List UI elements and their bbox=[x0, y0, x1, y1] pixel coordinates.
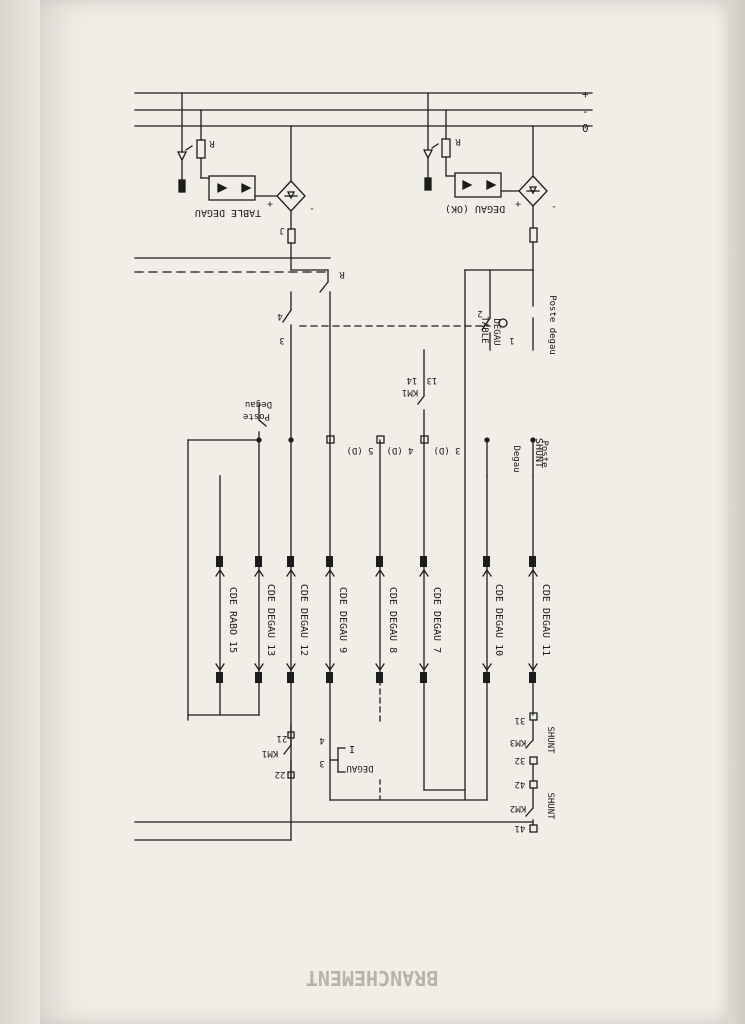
table-degau-label: TABLE DEGAU bbox=[195, 207, 261, 218]
km1-13: 13 bbox=[427, 375, 438, 385]
degau-4: 4 bbox=[319, 735, 324, 745]
km1-top-label: KM1 bbox=[402, 387, 418, 397]
table-degau-contact-line2: DEGAU bbox=[491, 318, 501, 345]
poste-degau-left-line2: Degau bbox=[245, 399, 272, 409]
km3-31: 31 bbox=[515, 715, 526, 725]
document-page bbox=[40, 0, 730, 1024]
terminal-5d: 5 (D) bbox=[346, 445, 373, 455]
cde-degau-9: CDE DEGAU 9 bbox=[337, 587, 348, 653]
km1-22: 22 bbox=[275, 769, 286, 779]
footer-heading: BRANCHEMENT bbox=[306, 966, 438, 990]
terminal-4d: 4 (D) bbox=[386, 445, 413, 455]
km2-41: 41 bbox=[515, 823, 526, 833]
cde-degau-10: CDE DEGAU 10 bbox=[493, 584, 504, 656]
km3-32: 32 bbox=[515, 755, 526, 765]
cde-degau-8: CDE DEGAU 8 bbox=[387, 587, 398, 653]
degau-ok-opto bbox=[454, 172, 502, 198]
contact-r: R bbox=[339, 269, 345, 279]
shunt-km2: SHUNT bbox=[545, 792, 555, 820]
table-degau-plus: + bbox=[267, 198, 273, 209]
degau-ok-plus: + bbox=[515, 198, 521, 209]
km1-21: 21 bbox=[277, 733, 288, 743]
km2-42: 42 bbox=[515, 779, 526, 789]
degau-bottom-label: DEGAU bbox=[346, 763, 373, 773]
degau-3: 3 bbox=[319, 758, 324, 768]
contact-j: J bbox=[279, 225, 284, 235]
cde-degau-12: CDE DEGAU 12 bbox=[298, 584, 309, 656]
terminal-3d: 3 (D) bbox=[433, 445, 460, 455]
degau-i: I bbox=[349, 743, 355, 754]
table-degau-contact-line1: TABLE bbox=[479, 316, 489, 343]
shunt-label-top: SHUNT bbox=[533, 438, 544, 468]
table-degau-n1: 1 bbox=[509, 335, 514, 345]
book-spine bbox=[0, 0, 40, 1024]
cde-rabo-15: CDE RABO 15 bbox=[227, 587, 238, 653]
cde-degau-11: CDE DEGAU 11 bbox=[540, 584, 551, 656]
table-degau-minus: - bbox=[309, 203, 315, 214]
degau-ok-r: R bbox=[455, 136, 461, 146]
poste-shunt-line2: Degau bbox=[511, 445, 521, 472]
km1-bottom-label: KM1 bbox=[262, 748, 278, 758]
poste-shunt-line1: Poste bbox=[539, 440, 549, 467]
km2-label: KM2 bbox=[510, 803, 526, 813]
degau-ok-minus: - bbox=[551, 201, 557, 212]
rail-minus-label: - bbox=[582, 105, 589, 118]
rail-zero-label: 0 bbox=[582, 122, 589, 135]
contact-3: 3 bbox=[279, 335, 284, 345]
table-degau-n2: 2 bbox=[477, 308, 482, 318]
degau-ok-label: DEGAU (OK) bbox=[445, 203, 505, 214]
contact-4: 4 bbox=[277, 311, 282, 321]
poste-degau-left-line1: Poste bbox=[243, 411, 270, 421]
km1-14: 14 bbox=[407, 375, 418, 385]
table-degau-opto bbox=[208, 175, 256, 201]
shunt-km3: SHUNT bbox=[545, 726, 555, 754]
table-degau-r: R bbox=[209, 138, 215, 148]
cde-degau-7: CDE DEGAU 7 bbox=[431, 587, 442, 653]
km3-label: KM3 bbox=[510, 737, 526, 747]
page-edge bbox=[728, 0, 745, 1024]
rail-plus-label: + bbox=[582, 88, 589, 101]
cde-degau-13: CDE DEGAU 13 bbox=[265, 584, 276, 656]
poste-degau-top: Poste degau bbox=[547, 295, 557, 355]
